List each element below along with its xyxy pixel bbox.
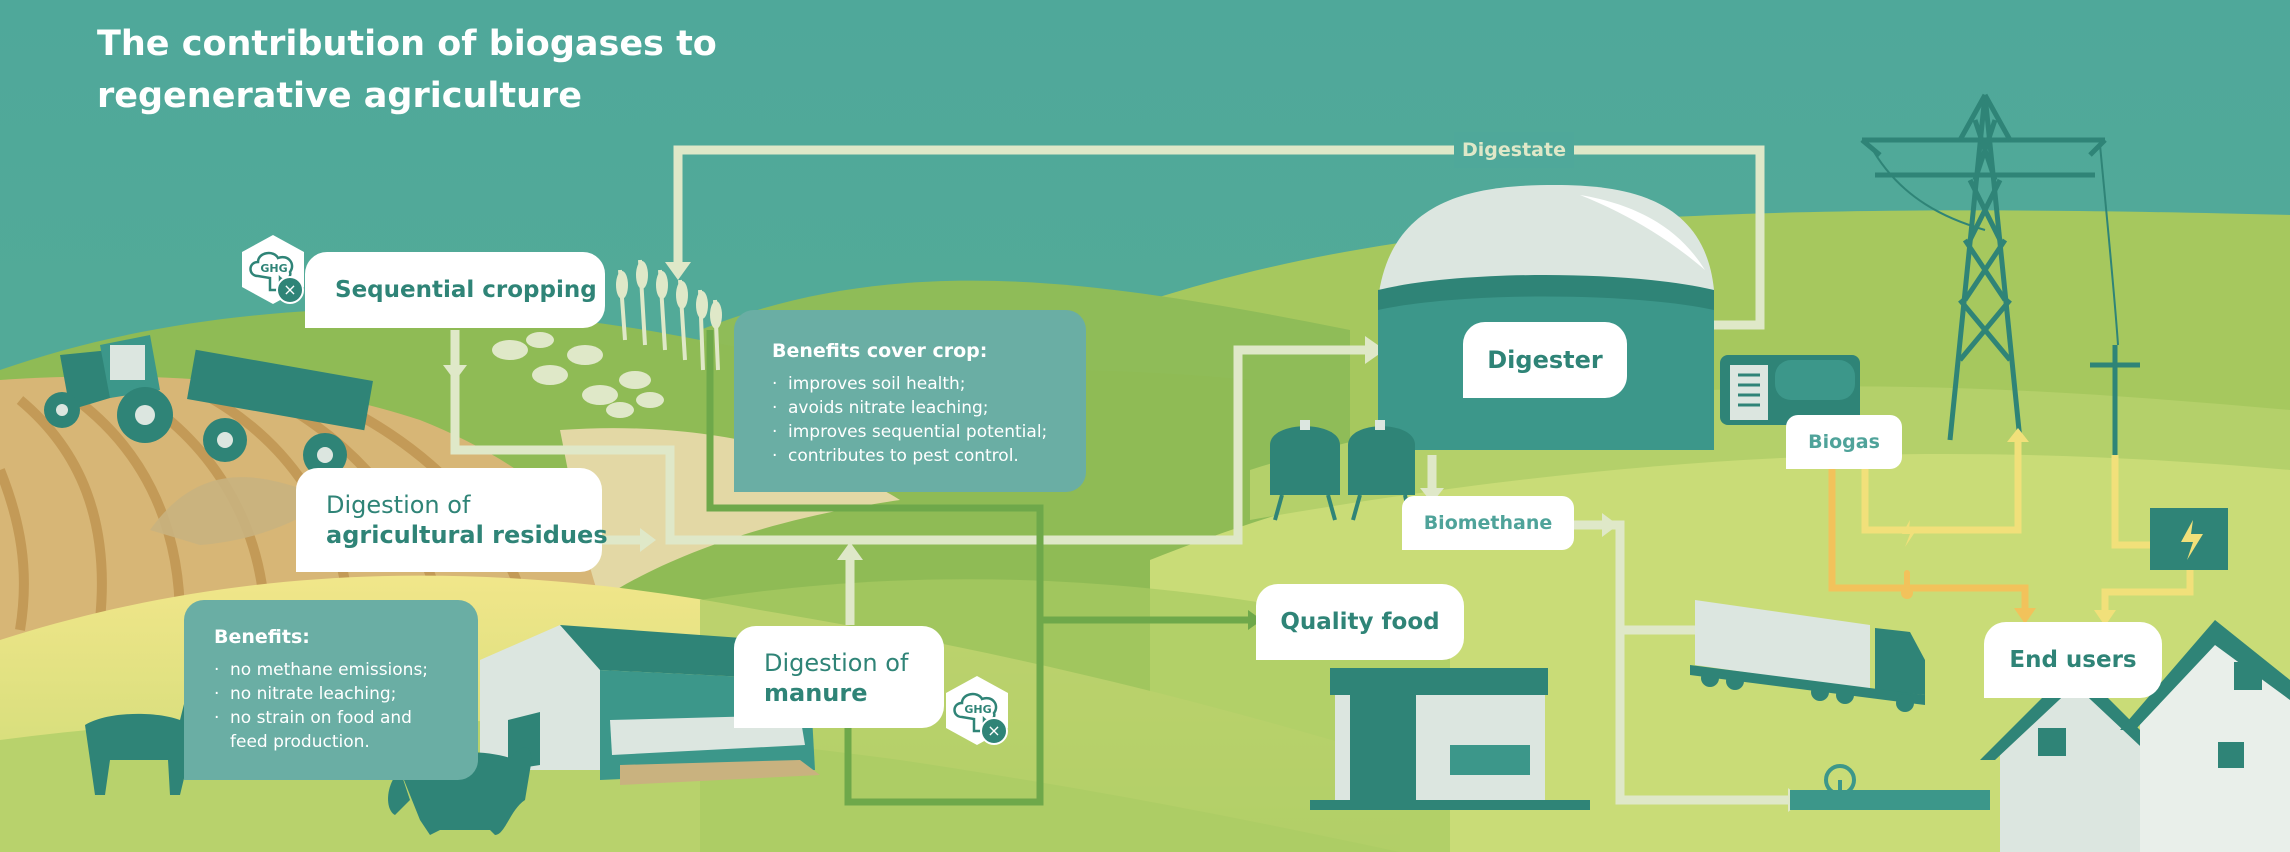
- energy-flows: [1828, 440, 2194, 612]
- cross-icon: ×: [276, 276, 304, 304]
- digestate-flow: [673, 145, 1765, 330]
- arrow-to-quality-food: [1248, 610, 1262, 630]
- crops: [492, 259, 722, 418]
- ghg-badge-text: GHG: [964, 703, 991, 716]
- end-users-text: End users: [2009, 647, 2137, 673]
- ghg-badge-text: GHG: [260, 262, 287, 275]
- sequential-cropping-text: Sequential cropping: [335, 277, 597, 303]
- page-title: The contribution of biogases to regenera…: [97, 18, 717, 122]
- generator-unit: [1720, 355, 1860, 425]
- digestion-manure-line-1: Digestion of: [764, 649, 909, 677]
- list-item: improves soil health;: [772, 372, 1060, 396]
- end-users-label: End users: [1984, 622, 2162, 698]
- digester-building: [1378, 185, 1714, 450]
- digester-text: Digester: [1487, 346, 1603, 374]
- biomethane-text: Biomethane: [1423, 512, 1553, 534]
- hay: [150, 477, 330, 545]
- thermometer-icon: [1901, 570, 1913, 599]
- sequential-cropping-label: Sequential cropping: [305, 252, 605, 328]
- digestate-label: Digestate: [1454, 132, 1574, 168]
- cover-crop-heading: Benefits cover crop:: [772, 340, 988, 362]
- energy-arrowheads: [2007, 428, 2116, 626]
- utility-pole: [2090, 345, 2140, 455]
- page-title-line-2: regenerative agriculture: [97, 76, 583, 116]
- biogas-label: Biogas: [1786, 415, 1902, 469]
- benefits-list: no methane emissions; no nitrate leachin…: [214, 658, 460, 754]
- digestion-manure-label: Digestion of manure: [734, 626, 944, 728]
- list-item: no strain on food and: [214, 706, 460, 730]
- cows: [85, 700, 532, 835]
- storage-tanks: [1270, 420, 1415, 521]
- food-flow: [706, 330, 1250, 806]
- quality-food-label: Quality food: [1256, 584, 1464, 660]
- list-item: no nitrate leaching;: [214, 682, 460, 706]
- market-stall: [1310, 668, 1590, 810]
- biomethane-flow: [1570, 520, 1790, 805]
- page-title-line-1: The contribution of biogases to: [97, 24, 717, 64]
- list-item: improves sequential potential;: [772, 420, 1060, 444]
- houses: [1980, 620, 2290, 852]
- transformer-box: [2150, 508, 2228, 570]
- digestate-text: Digestate: [1462, 139, 1566, 161]
- power-pylon: [1860, 93, 2119, 441]
- ghg-badge-manure: GHG ×: [940, 673, 1014, 747]
- tractor-with-trailer: [44, 335, 373, 477]
- flow-lines: [450, 145, 1790, 805]
- quality-food-text: Quality food: [1280, 609, 1440, 635]
- digestion-residues-label: Digestion of agricultural residues: [296, 468, 608, 572]
- biogas-text: Biogas: [1808, 431, 1880, 453]
- cover-crop-list: improves soil health; avoids nitrate lea…: [772, 372, 1060, 468]
- gas-pipe: [1790, 764, 1990, 810]
- truck: [1690, 600, 1925, 712]
- lightning-icon: [1902, 520, 1917, 547]
- list-item: avoids nitrate leaching;: [772, 396, 1060, 420]
- cross-icon: ×: [980, 717, 1008, 745]
- cover-crop-benefits-panel: Benefits cover crop: improves soil healt…: [734, 310, 1086, 492]
- benefits-panel: Benefits: no methane emissions; no nitra…: [184, 600, 478, 780]
- digestion-residues-line-2: agricultural residues: [326, 521, 608, 549]
- benefits-heading: Benefits:: [214, 626, 310, 648]
- list-item: contributes to pest control.: [772, 444, 1060, 468]
- ghg-badge-sequential: GHG ×: [236, 232, 310, 306]
- digestion-manure-line-2: manure: [764, 679, 868, 707]
- residues-to-digester-flow: [450, 330, 1365, 545]
- digester-label: Digester: [1463, 322, 1627, 398]
- biomethane-label: Biomethane: [1402, 496, 1574, 550]
- digestion-residues-line-1: Digestion of: [326, 491, 471, 519]
- arrow-to-digester: [1365, 336, 1385, 364]
- list-item: no methane emissions;: [214, 658, 460, 682]
- list-item: feed production.: [230, 732, 370, 752]
